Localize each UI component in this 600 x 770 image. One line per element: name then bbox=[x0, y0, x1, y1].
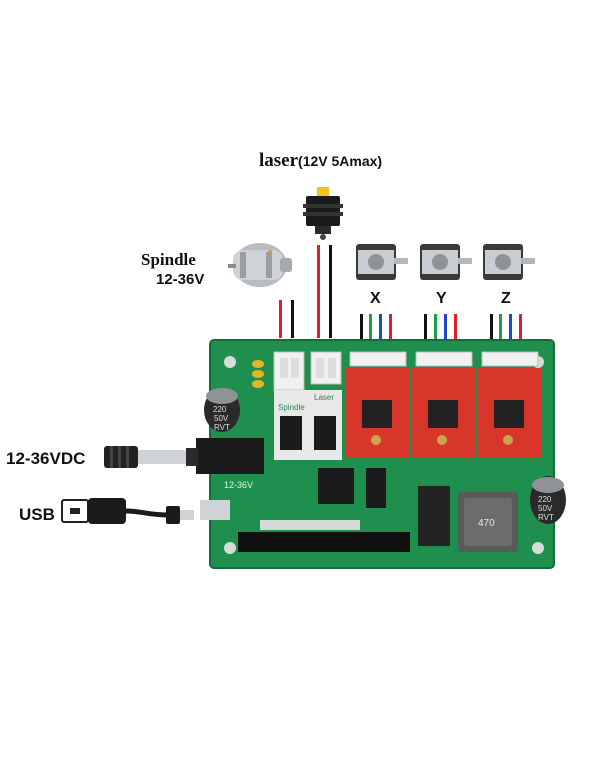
laser-connector bbox=[311, 352, 341, 384]
silk-spindle: Spindle bbox=[278, 403, 305, 412]
mcu-chip bbox=[318, 468, 354, 504]
capacitor-right: 220 50V RVT bbox=[530, 476, 566, 524]
laser-wires bbox=[317, 245, 332, 338]
dc-jack bbox=[186, 438, 264, 474]
stepper-z-wires bbox=[490, 314, 522, 340]
spindle-motor-icon bbox=[228, 243, 292, 287]
cap-left-line1: 220 bbox=[213, 405, 227, 414]
cap-right-line2: 50V bbox=[538, 504, 553, 513]
usb-port bbox=[200, 500, 230, 520]
mosfet-laser bbox=[314, 416, 336, 450]
pin-header bbox=[238, 532, 410, 552]
regulator bbox=[418, 486, 450, 546]
mosfet-spindle bbox=[280, 416, 302, 450]
chip-small bbox=[366, 468, 386, 508]
cap-right-line1: 220 bbox=[538, 495, 552, 504]
silk-laser: Laser bbox=[314, 393, 334, 402]
silk-voltage: 12-36V bbox=[224, 480, 253, 490]
status-leds bbox=[252, 360, 264, 388]
spindle-wires bbox=[279, 300, 294, 338]
inductor: 470 bbox=[458, 492, 518, 552]
laser-module-icon bbox=[303, 187, 343, 240]
stepper-motor-z-icon bbox=[483, 244, 535, 280]
header-row bbox=[260, 520, 360, 530]
stepper-motor-x-icon bbox=[356, 244, 408, 280]
stepper-motor-y-icon bbox=[420, 244, 472, 280]
inductor-label: 470 bbox=[478, 518, 495, 529]
cap-left-line3: RVT bbox=[214, 423, 230, 432]
spindle-connector bbox=[274, 352, 304, 390]
capacitor-left: 220 50V RVT bbox=[204, 388, 240, 432]
cap-right-line3: RVT bbox=[538, 513, 554, 522]
cap-left-line2: 50V bbox=[214, 414, 229, 423]
stepper-y-wires bbox=[424, 314, 457, 340]
dc-barrel-plug-icon bbox=[104, 446, 186, 468]
stepper-x-wires bbox=[360, 314, 392, 340]
usb-cable-icon bbox=[62, 498, 194, 524]
